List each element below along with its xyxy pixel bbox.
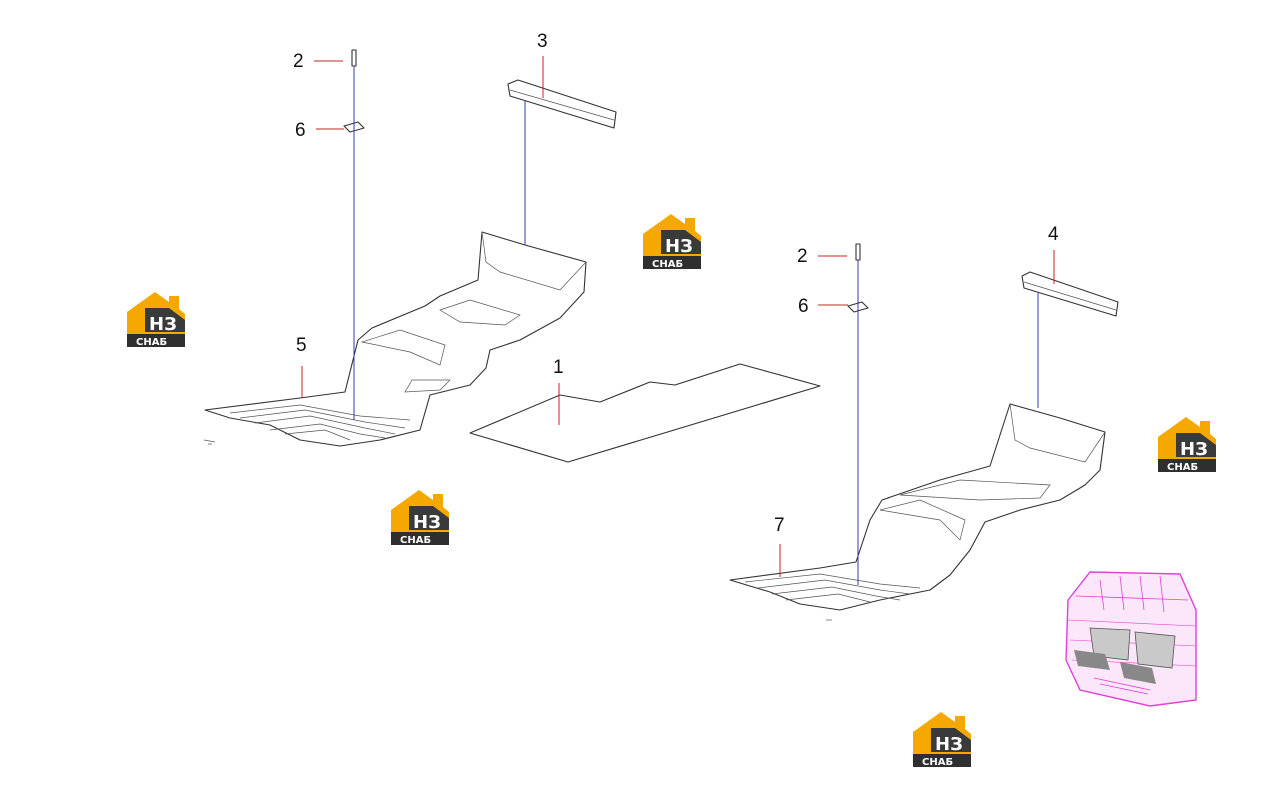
floor-mat-right: [729, 403, 1106, 621]
svg-text:СНАБ: СНАБ: [400, 535, 431, 546]
svg-text:СНАБ: СНАБ: [652, 259, 683, 270]
callout-2-left: 2: [293, 51, 304, 72]
bolt-left: [351, 49, 357, 67]
svg-text:НЗ: НЗ: [665, 236, 693, 257]
svg-text:СНАБ: СНАБ: [1167, 462, 1198, 473]
callout-3: 3: [537, 31, 548, 52]
svg-text:НЗ: НЗ: [413, 512, 441, 533]
insulation-sheet-1: [469, 363, 821, 463]
left-assembly: [203, 49, 617, 447]
watermark-logo: НЗ СНАБ: [391, 490, 449, 546]
trim-strip-3: [507, 79, 617, 129]
callout-1: 1: [553, 357, 564, 378]
cab-wireframe-icon: [1065, 571, 1197, 707]
watermark-logo: НЗ СНАБ: [643, 214, 701, 270]
trim-strip-4: [1021, 271, 1119, 317]
callout-4: 4: [1048, 224, 1059, 245]
watermark-logo: НЗ СНАБ: [1158, 417, 1216, 473]
callout-5: 5: [296, 335, 307, 356]
watermark-logo: НЗ СНАБ: [913, 712, 971, 768]
right-assembly: [729, 243, 1119, 621]
svg-text:НЗ: НЗ: [935, 734, 963, 755]
callout-6-left: 6: [295, 120, 306, 141]
svg-text:СНАБ: СНАБ: [922, 757, 953, 768]
callout-6-right: 6: [798, 296, 809, 317]
svg-text:НЗ: НЗ: [1180, 439, 1208, 460]
floor-mat-left: [203, 231, 587, 447]
callout-7: 7: [774, 515, 785, 536]
callout-2-right: 2: [797, 246, 808, 267]
bolt-right: [855, 243, 861, 261]
svg-text:СНАБ: СНАБ: [136, 337, 167, 348]
svg-text:НЗ: НЗ: [149, 314, 177, 335]
watermark-logo: НЗ СНАБ: [127, 292, 185, 348]
